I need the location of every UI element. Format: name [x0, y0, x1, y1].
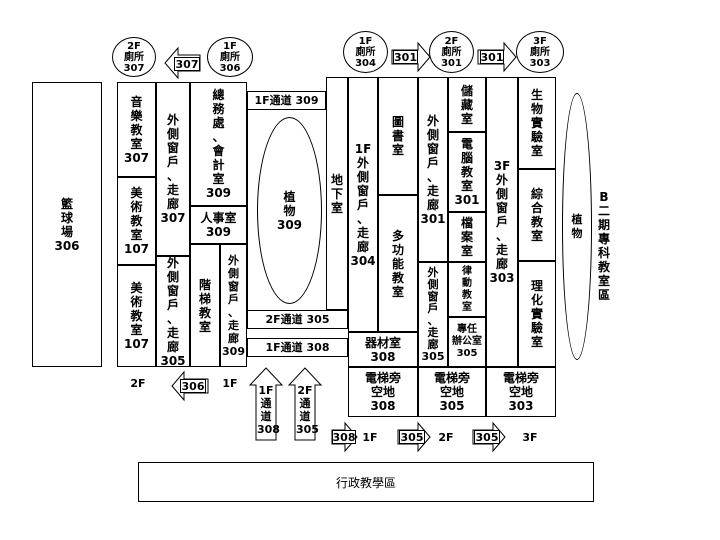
basement: 地 下 室	[326, 77, 348, 310]
phase2-label: B 二 期 專 科 教 室 區	[597, 190, 610, 302]
floor-label-2f-right: 2F	[438, 431, 454, 444]
general-classroom: 綜 合 教 室	[518, 169, 556, 261]
physics-chemistry-lab: 理 化 實 驗 室	[518, 261, 556, 367]
multipurpose-classroom: 多 功 能 教 室	[378, 195, 418, 332]
elevator-area-303: 電梯旁 空地 303	[486, 367, 556, 417]
tag-301-a: 301	[393, 50, 418, 64]
lecture-hall: 階 梯 教 室	[190, 244, 220, 367]
arrow-2f-passage-up	[287, 367, 323, 441]
basketball-court: 籃 球 場 306	[32, 82, 102, 367]
art-classroom-b: 美 術 教 室 107	[117, 265, 156, 367]
storage-room: 儲 藏 室	[448, 77, 486, 132]
tag-306: 306	[180, 379, 206, 393]
general-affairs-office: 總 務 處 、 會 計 室 309	[190, 82, 247, 206]
floor-label-3f-right: 3F	[522, 431, 538, 444]
arrow-1f-passage-up	[248, 367, 284, 441]
art-classroom-a: 美 術 教 室 107	[117, 177, 156, 265]
biology-lab: 生 物 實 驗 室	[518, 77, 556, 169]
toilet-2f-301: 2F 廁所 301	[429, 31, 474, 73]
music-classroom: 音 樂 教 室 307	[117, 82, 156, 177]
passage-2f-305-label: 2F 通 道 305	[296, 384, 319, 436]
corridor-309: 外 側 窗 戶 、 走 廊 309	[220, 244, 247, 367]
archive-room: 檔 案 室	[448, 212, 486, 262]
computer-classroom: 電 腦 教 室 301	[448, 132, 486, 212]
tag-307: 307	[174, 57, 200, 71]
passage-1f-309: 1F通道 309	[247, 91, 326, 110]
tag-305-a: 305	[399, 430, 425, 444]
corridor-304: 1F 外 側 窗 戶 、 走 廊 304	[348, 77, 378, 332]
personnel-office: 人事室 309	[190, 206, 247, 244]
rhythm-classroom: 律 動 教 室	[448, 262, 486, 317]
toilet-3f-303: 3F 廁所 303	[516, 31, 564, 73]
tag-301-b: 301	[480, 50, 504, 64]
corridor-303: 3F 外 側 窗 戶 、 走 廊 303	[486, 77, 518, 367]
floor-label-1f-right: 1F	[362, 431, 378, 444]
corridor-305-left: 外 側 窗 戶 、 走 廊 305	[156, 256, 190, 368]
floor-label-1f-left: 1F	[222, 377, 238, 390]
passage-1f-308: 1F通道 308	[247, 338, 348, 357]
tag-305-b: 305	[474, 430, 500, 444]
toilet-2f-307: 2F 廁所 307	[112, 37, 156, 77]
plant-ellipse-309: 植 物 309	[257, 117, 322, 304]
administration-teaching-area: 行政教學區	[138, 462, 594, 502]
plant-ellipse-right: 植 物	[562, 93, 592, 360]
passage-1f-308-label: 1F 通 道 308	[257, 384, 280, 436]
corridor-301: 外 側 窗 戶 、 走 廊 301	[418, 77, 448, 262]
equipment-room: 器材室 308	[348, 332, 418, 367]
passage-2f-305: 2F通道 305	[247, 310, 348, 329]
library: 圖 書 室	[378, 77, 418, 195]
staff-office: 專任 辦公室 305	[448, 317, 486, 367]
floor-label-2f-left: 2F	[130, 377, 146, 390]
elevator-area-305: 電梯旁 空地 305	[418, 367, 486, 417]
corridor-307: 外 側 窗 戶 、 走 廊 307	[156, 82, 190, 256]
elevator-area-308: 電梯旁 空地 308	[348, 367, 418, 417]
toilet-1f-306: 1F 廁所 306	[207, 37, 253, 77]
corridor-305-mid: 外 側 窗 戶 、 走 廊 305	[418, 262, 448, 367]
tag-308: 308	[332, 430, 356, 444]
plant-area-309	[247, 110, 326, 310]
toilet-1f-304: 1F 廁所 304	[343, 31, 388, 73]
